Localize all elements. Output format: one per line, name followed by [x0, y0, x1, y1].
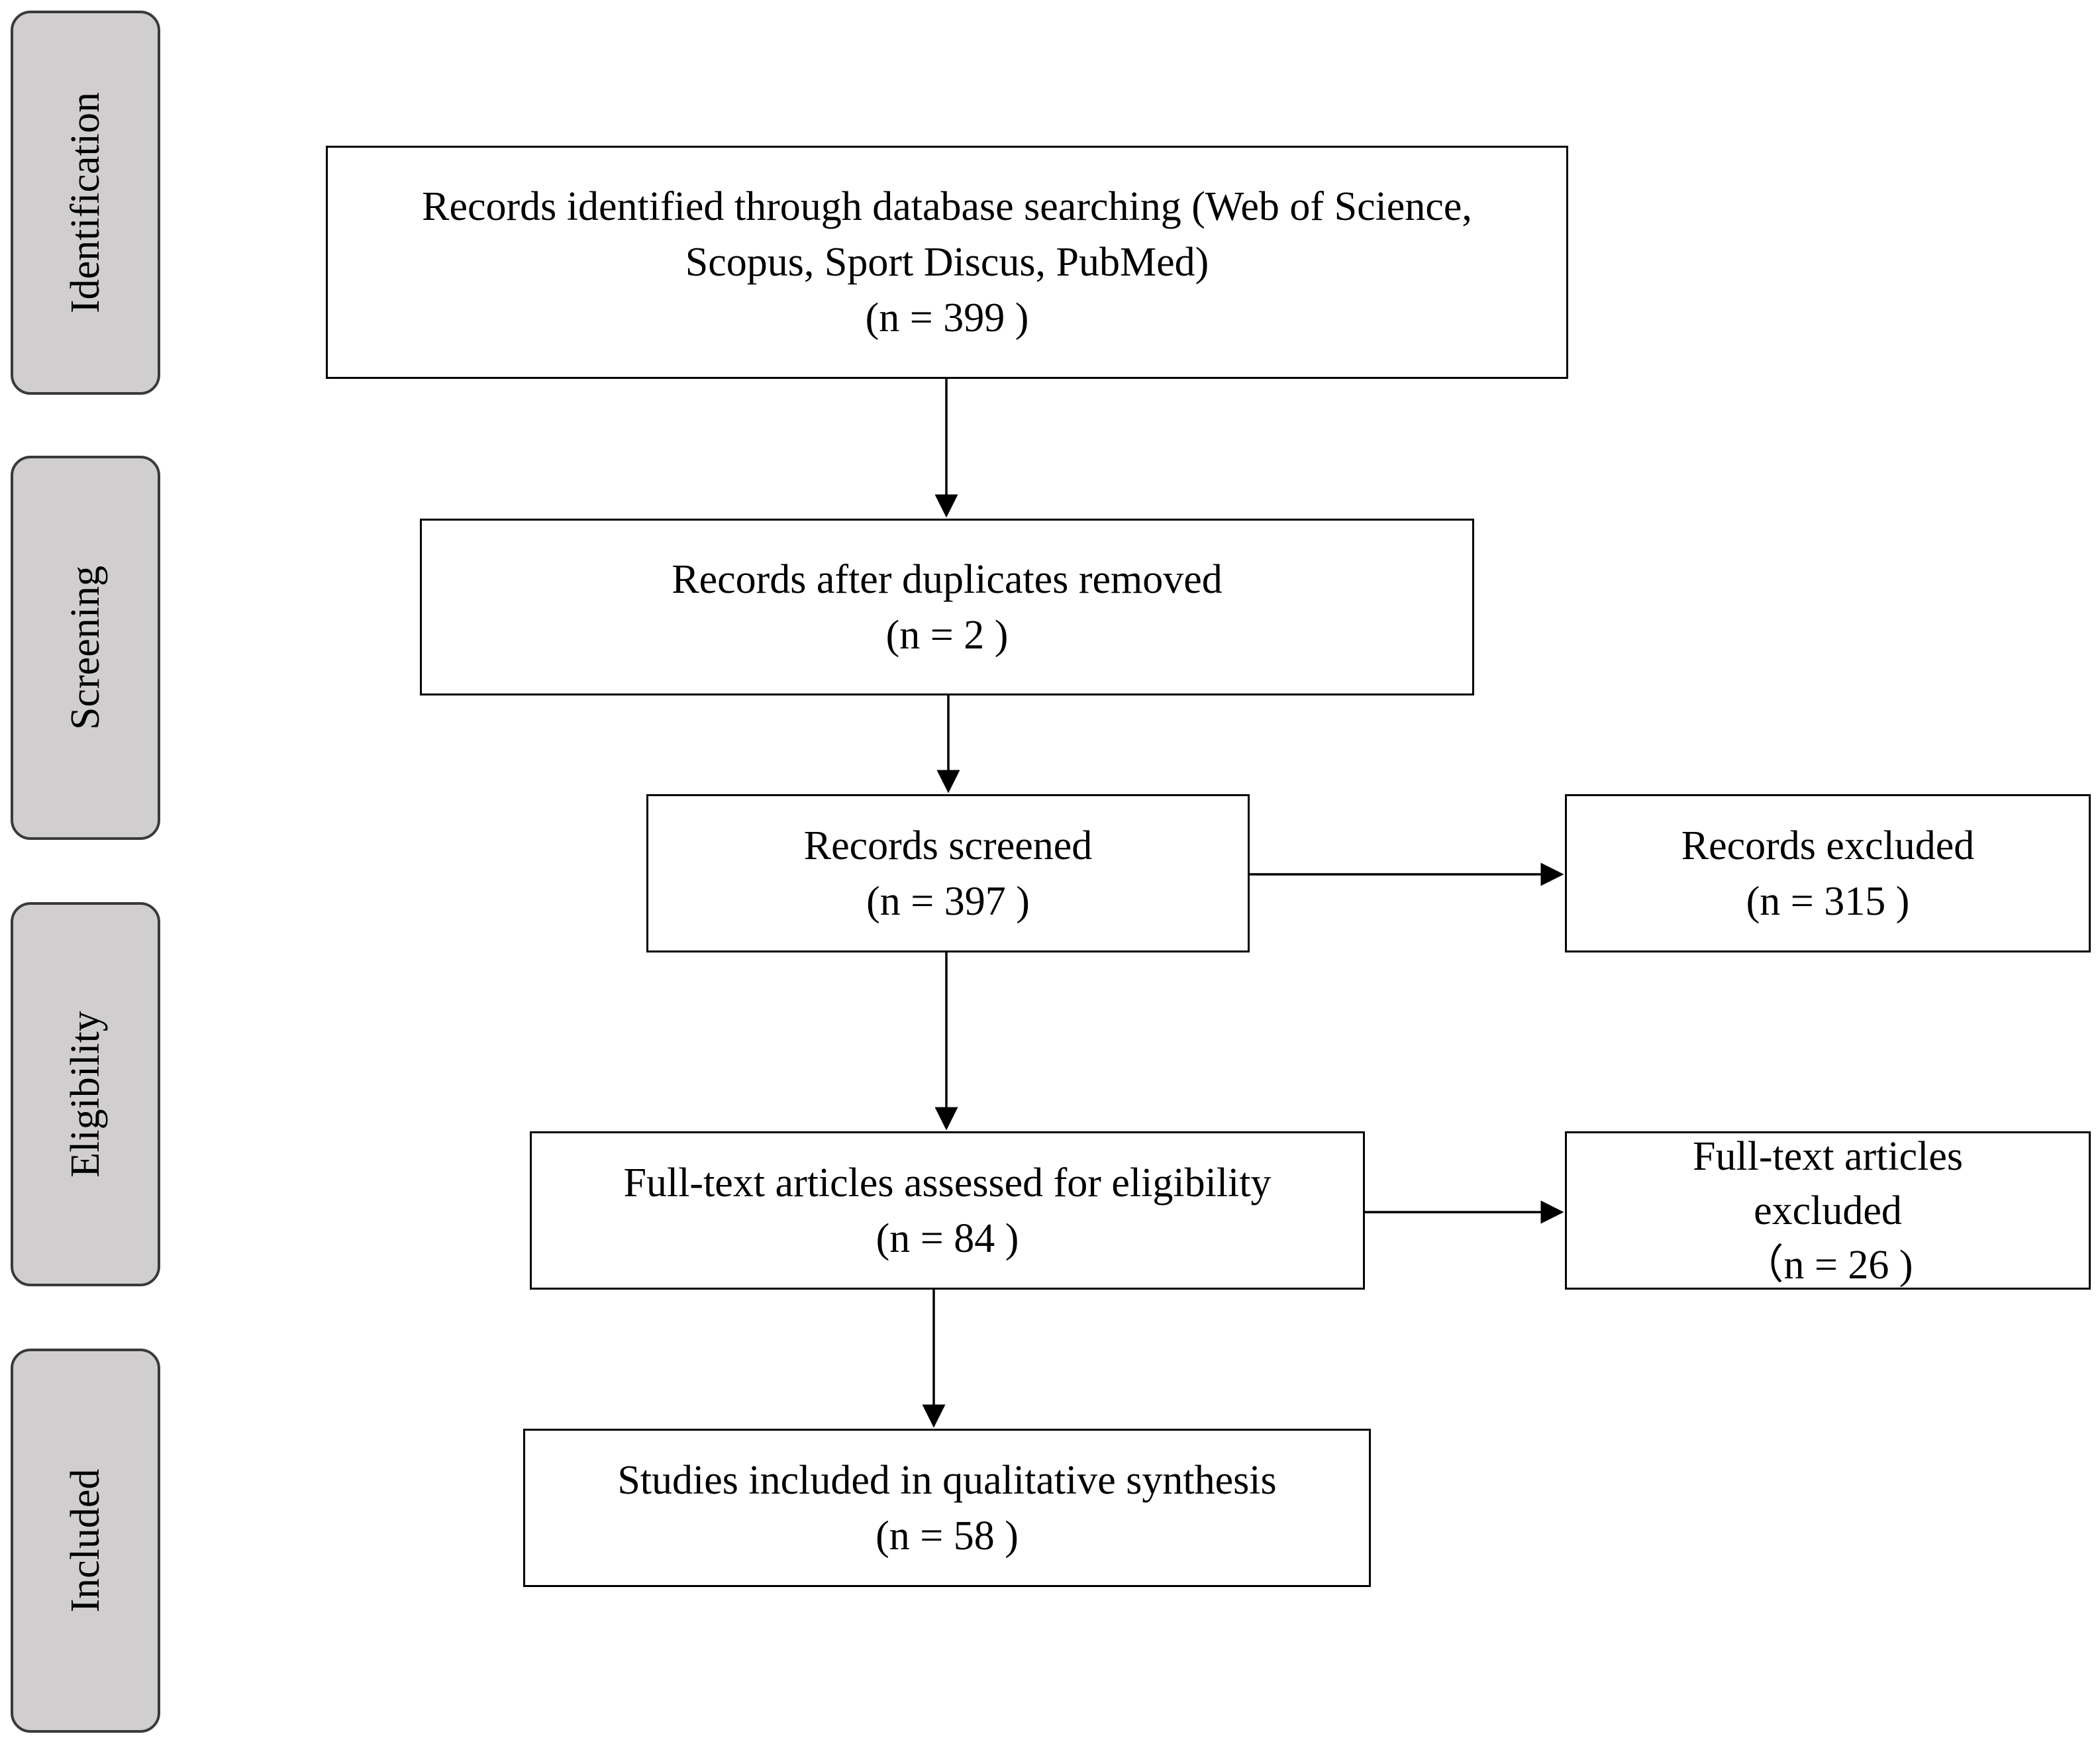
box-fulltext-excluded: Full-text articles excluded （n = 26 ) — [1565, 1131, 2091, 1290]
box-records-screened-count: (n = 397 ) — [866, 878, 1030, 924]
phase-screening: Screening — [11, 456, 160, 840]
box-fulltext-excluded-line2: excluded — [1754, 1188, 1902, 1233]
box-fulltext-excluded-line1: Full-text articles — [1692, 1133, 1964, 1179]
box-duplicates-removed-line1: Records after duplicates removed — [672, 556, 1223, 602]
box-fulltext-assessed-line1: Full-text articles assessed for eligibil… — [623, 1160, 1272, 1205]
phase-included: Included — [11, 1349, 160, 1733]
box-records-excluded-line1: Records excluded — [1681, 823, 1975, 868]
box-records-identified-count: (n = 399 ) — [865, 295, 1029, 340]
box-duplicates-removed: Records after duplicates removed (n = 2 … — [420, 519, 1474, 695]
box-records-identified-line2: Scopus, Sport Discus, PubMed) — [685, 240, 1209, 285]
box-records-excluded-count: (n = 315 ) — [1746, 878, 1910, 924]
box-duplicates-removed-count: (n = 2 ) — [885, 612, 1009, 658]
phase-eligibility: Eligibility — [11, 902, 160, 1286]
box-records-excluded: Records excluded (n = 315 ) — [1565, 794, 2091, 952]
box-records-screened: Records screened (n = 397 ) — [646, 794, 1250, 952]
box-records-identified-line1: Records identified through database sear… — [422, 184, 1472, 229]
box-studies-included-line1: Studies included in qualitative synthesi… — [617, 1457, 1277, 1503]
box-fulltext-assessed-count: (n = 84 ) — [875, 1215, 1019, 1261]
box-fulltext-assessed: Full-text articles assessed for eligibil… — [530, 1131, 1365, 1290]
box-studies-included-count: (n = 58 ) — [875, 1513, 1019, 1559]
box-records-screened-line1: Records screened — [803, 823, 1093, 868]
box-fulltext-excluded-count: （n = 26 ) — [1742, 1242, 1913, 1288]
box-studies-included: Studies included in qualitative synthesi… — [523, 1429, 1371, 1587]
box-records-identified: Records identified through database sear… — [326, 146, 1568, 379]
phase-identification: Identification — [11, 11, 160, 395]
